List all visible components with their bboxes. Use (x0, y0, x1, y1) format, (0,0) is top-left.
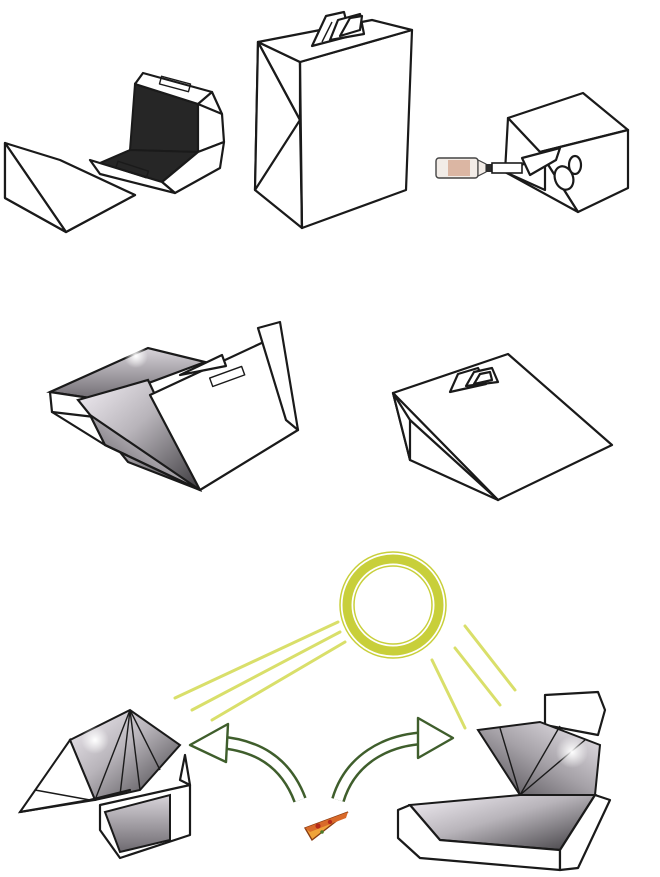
right-solar-cooker-icon (396, 690, 612, 872)
bag-handle (310, 10, 366, 48)
box-folded-into-carry-bag-icon (253, 10, 414, 230)
closed-sloped-box-with-handle-icon (391, 352, 614, 502)
pizza-slice-icon (303, 811, 349, 842)
left-solar-cooker-icon (17, 708, 192, 860)
arrow-right-icon (331, 716, 455, 803)
sun-rays (173, 620, 517, 730)
box-with-bottle-insert-icon (435, 91, 630, 214)
open-box-with-dark-interior-icon (3, 71, 226, 234)
bottle-icon (435, 157, 523, 179)
sun-icon (339, 551, 447, 659)
solar-cooker-scenario-icon (17, 551, 612, 872)
arrow-left-icon (188, 722, 307, 803)
open-tray-box-with-handle-icon (46, 320, 300, 493)
box-handle (448, 366, 500, 394)
